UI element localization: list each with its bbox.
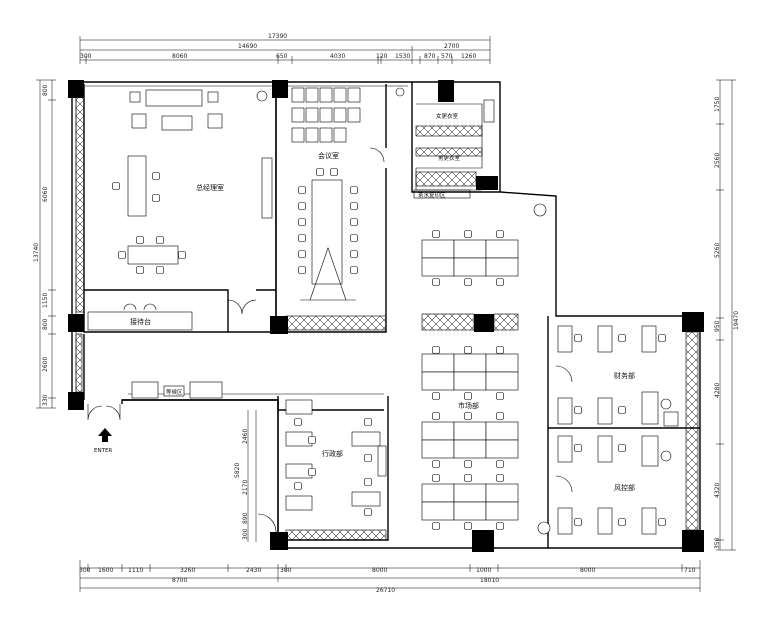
dim-top-seg: 1530 bbox=[395, 53, 410, 60]
dim-bottom-total: 26710 bbox=[376, 587, 395, 594]
dim-right-seg: 2560 bbox=[714, 153, 721, 168]
risk-office-furniture bbox=[555, 435, 672, 535]
dim-inner-seg: 5820 bbox=[234, 463, 241, 478]
dim-bottom-seg: 8000 bbox=[372, 567, 387, 574]
dim-top-seg: 4030 bbox=[330, 53, 345, 60]
inner-dimensions: 2460 5820 2170 890 300 bbox=[234, 410, 257, 542]
room-label-female-wc: 女更衣室 bbox=[436, 112, 459, 120]
column bbox=[68, 314, 84, 332]
room-label-risk: 风控部 bbox=[614, 483, 635, 492]
column bbox=[476, 176, 498, 190]
dim-top-seg: 1260 bbox=[461, 53, 476, 60]
room-label-pantry: 茶水复印区 bbox=[418, 191, 446, 199]
dim-right-seg: 5260 bbox=[714, 243, 721, 258]
dim-bottom-seg: 3260 bbox=[180, 567, 195, 574]
dim-bottom-seg: 300 bbox=[79, 567, 91, 574]
dim-inner-seg: 2460 bbox=[242, 429, 249, 444]
column bbox=[682, 312, 704, 332]
washroom-area bbox=[395, 87, 495, 123]
dim-bottom-seg: 1110 bbox=[128, 567, 143, 574]
dim-left-total: 13740 bbox=[33, 243, 40, 262]
dim-right-seg: 950 bbox=[714, 320, 721, 332]
dim-right-total: 19470 bbox=[733, 311, 740, 330]
room-label-reception: 接待台 bbox=[130, 317, 151, 326]
arrow-up-icon bbox=[98, 428, 112, 442]
column bbox=[68, 80, 84, 98]
dim-top-sub-right: 2700 bbox=[444, 43, 459, 50]
column bbox=[270, 316, 288, 334]
column bbox=[270, 532, 288, 550]
dim-inner-seg: 890 bbox=[242, 512, 249, 524]
structural-columns bbox=[68, 80, 704, 552]
dim-top-seg: 870 bbox=[424, 53, 436, 60]
bottom-dimensions: 300 1600 1110 3260 2430 300 8000 1000 80… bbox=[79, 560, 701, 594]
dim-top-sub-left: 14690 bbox=[238, 43, 257, 50]
dim-right-seg: 350 bbox=[714, 537, 721, 549]
finance-office-furniture bbox=[555, 325, 679, 427]
dim-bottom-sub-right: 18010 bbox=[480, 577, 499, 584]
reception-desk bbox=[87, 299, 257, 331]
column bbox=[68, 392, 84, 410]
dim-bottom-seg: 300 bbox=[280, 567, 292, 574]
dim-bottom-seg: 1000 bbox=[476, 567, 491, 574]
entrance-label: ENTER bbox=[94, 448, 112, 454]
room-label-manager: 总经理室 bbox=[196, 183, 224, 192]
column bbox=[682, 530, 704, 552]
room-label-male-wc: 男更衣室 bbox=[438, 154, 461, 162]
manager-office-furniture bbox=[112, 89, 273, 274]
room-label-meeting: 会议室 bbox=[318, 151, 339, 160]
entrance: ENTER bbox=[94, 428, 112, 454]
column bbox=[472, 530, 494, 552]
left-dimensions: 800 6060 1150 800 2600 330 13740 bbox=[33, 79, 56, 409]
dim-top-seg: 650 bbox=[276, 53, 288, 60]
dim-top-seg: 570 bbox=[441, 53, 453, 60]
dim-bottom-seg: 8000 bbox=[580, 567, 595, 574]
dim-top-total: 17390 bbox=[268, 33, 287, 40]
dim-left-seg: 1150 bbox=[42, 293, 49, 308]
hatched-partitions bbox=[75, 95, 699, 541]
column bbox=[272, 80, 288, 98]
admin-room-furniture bbox=[257, 399, 387, 533]
dim-bottom-seg: 1600 bbox=[98, 567, 113, 574]
dim-top-seg: 300 bbox=[80, 53, 92, 60]
dim-left-seg: 6060 bbox=[42, 187, 49, 202]
dim-right-seg: 4320 bbox=[714, 483, 721, 498]
dim-bottom-seg: 710 bbox=[684, 567, 696, 574]
column bbox=[438, 80, 454, 102]
dim-right-seg: 1750 bbox=[714, 97, 721, 112]
room-label-marketing: 市场部 bbox=[458, 401, 479, 410]
waiting-area bbox=[87, 381, 223, 421]
room-label-waiting: 等候区 bbox=[166, 388, 183, 396]
dim-left-seg: 330 bbox=[42, 394, 49, 406]
dim-left-seg: 800 bbox=[42, 84, 49, 96]
marketing-office-furniture bbox=[421, 203, 551, 535]
dim-inner-seg: 2170 bbox=[242, 480, 249, 495]
column bbox=[474, 314, 494, 332]
dim-left-seg: 800 bbox=[42, 318, 49, 330]
meeting-room-furniture bbox=[291, 87, 385, 301]
room-label-admin: 行政部 bbox=[322, 449, 343, 458]
dim-bottom-sub-left: 8700 bbox=[172, 577, 187, 584]
dim-inner-seg: 300 bbox=[242, 528, 249, 540]
dim-right-seg: 4280 bbox=[714, 383, 721, 398]
right-dimensions: 1750 2560 5260 950 4280 4320 350 19470 bbox=[714, 79, 740, 551]
dim-bottom-seg: 2430 bbox=[246, 567, 261, 574]
room-label-finance: 财务部 bbox=[614, 371, 635, 380]
dim-top-seg: 8060 bbox=[172, 53, 187, 60]
dim-top-seg: 120 bbox=[376, 53, 388, 60]
dim-left-seg: 2600 bbox=[42, 357, 49, 372]
top-dimensions: 17390 14690 2700 300 8060 650 4030 120 1… bbox=[79, 33, 491, 64]
